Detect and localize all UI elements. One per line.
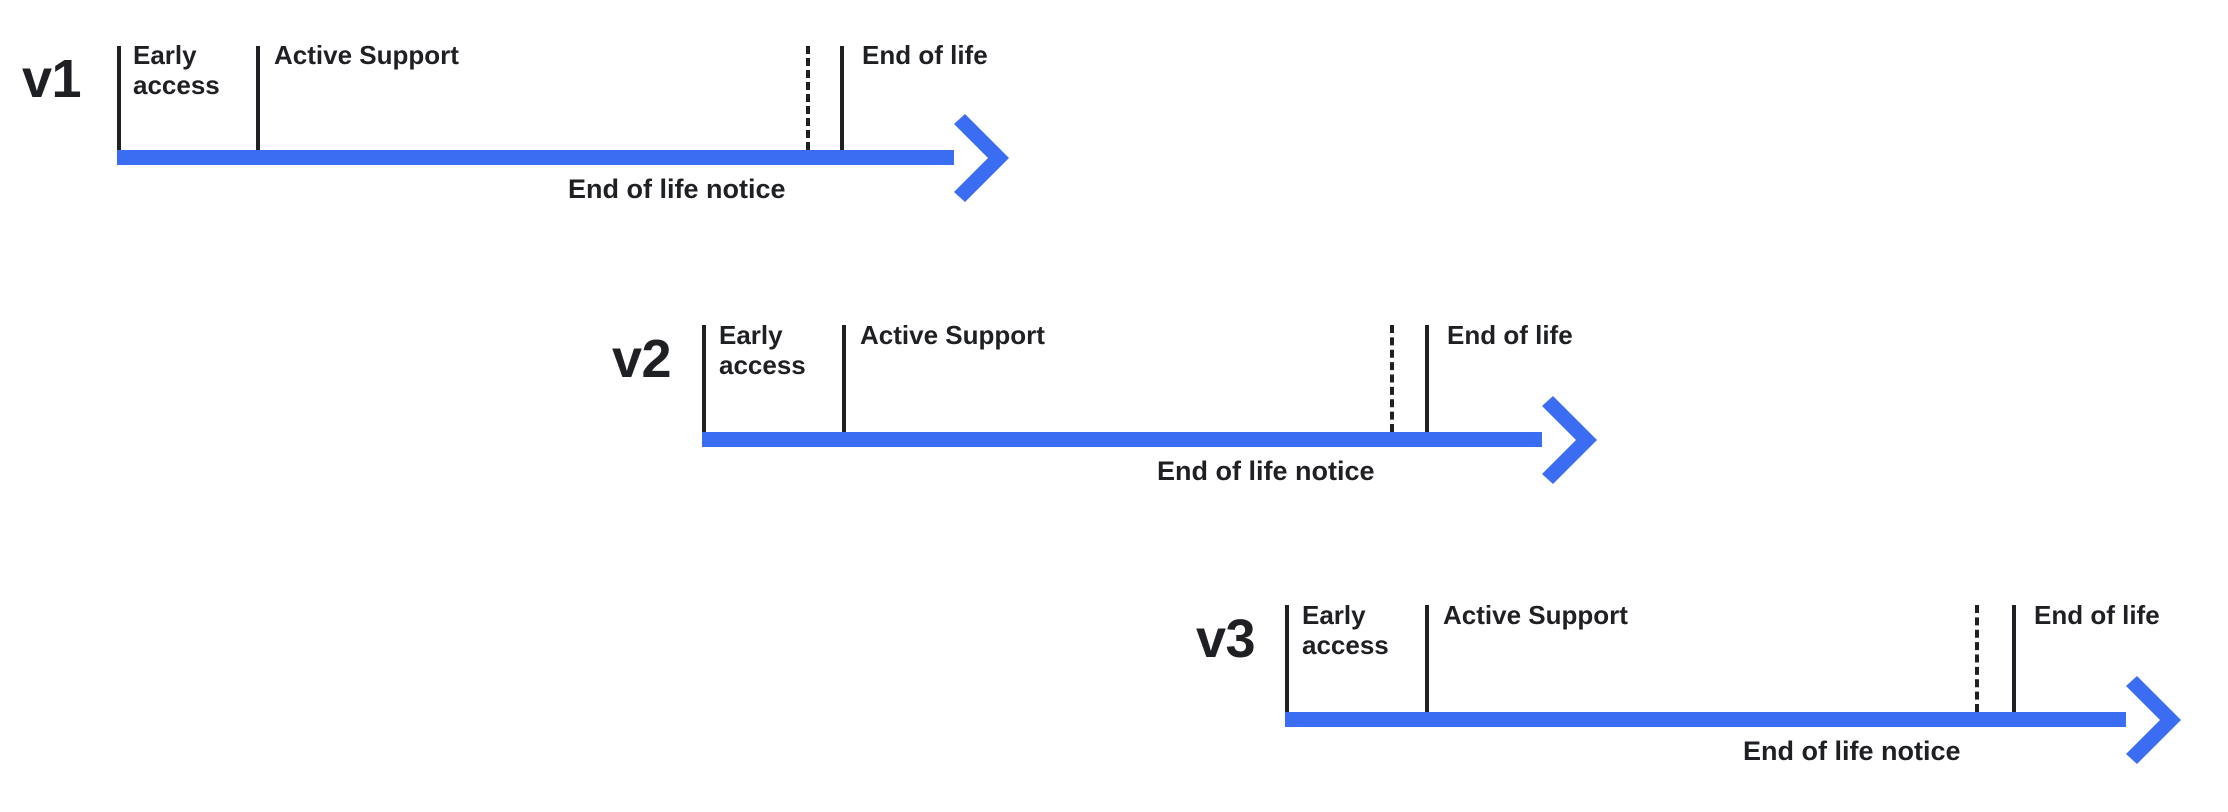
phase-label-early-access: Early access [719,320,806,381]
phase-divider-active-support [842,325,846,432]
phase-divider-end-of-life [2012,605,2016,712]
phase-label-end-of-life: End of life [1447,320,1573,350]
timeline-arrowhead-icon [954,113,1009,202]
phase-divider-end-of-life [840,46,844,150]
end-of-life-notice-label: End of life notice [1743,736,1961,766]
timeline-axis-bar [1285,712,2126,727]
version-label-v1: v1 [22,49,82,109]
phase-label-active-support: Active Support [274,40,459,70]
phase-label-early-access: Early access [133,40,220,101]
phase-label-early-access: Early access [1302,600,1389,661]
end-of-life-notice-marker [806,46,810,150]
version-label-v2: v2 [612,329,672,389]
phase-divider-end-of-life [1425,325,1429,432]
timeline-arrowhead-icon [1542,395,1597,484]
end-of-life-notice-label: End of life notice [1157,456,1375,486]
phase-divider-early-access [117,46,121,150]
timeline-axis-bar [117,150,954,165]
end-of-life-notice-marker [1975,605,1979,712]
version-label-v3: v3 [1196,609,1256,669]
phase-divider-active-support [1425,605,1429,712]
end-of-life-notice-label: End of life notice [568,174,786,204]
phase-label-end-of-life: End of life [2034,600,2160,630]
phase-divider-early-access [1285,605,1289,712]
phase-divider-early-access [702,325,706,432]
end-of-life-notice-marker [1390,325,1394,432]
timeline-axis-bar [702,432,1542,447]
timeline-arrowhead-icon [2126,675,2181,764]
phase-divider-active-support [256,46,260,150]
phase-label-active-support: Active Support [860,320,1045,350]
phase-label-active-support: Active Support [1443,600,1628,630]
phase-label-end-of-life: End of life [862,40,988,70]
